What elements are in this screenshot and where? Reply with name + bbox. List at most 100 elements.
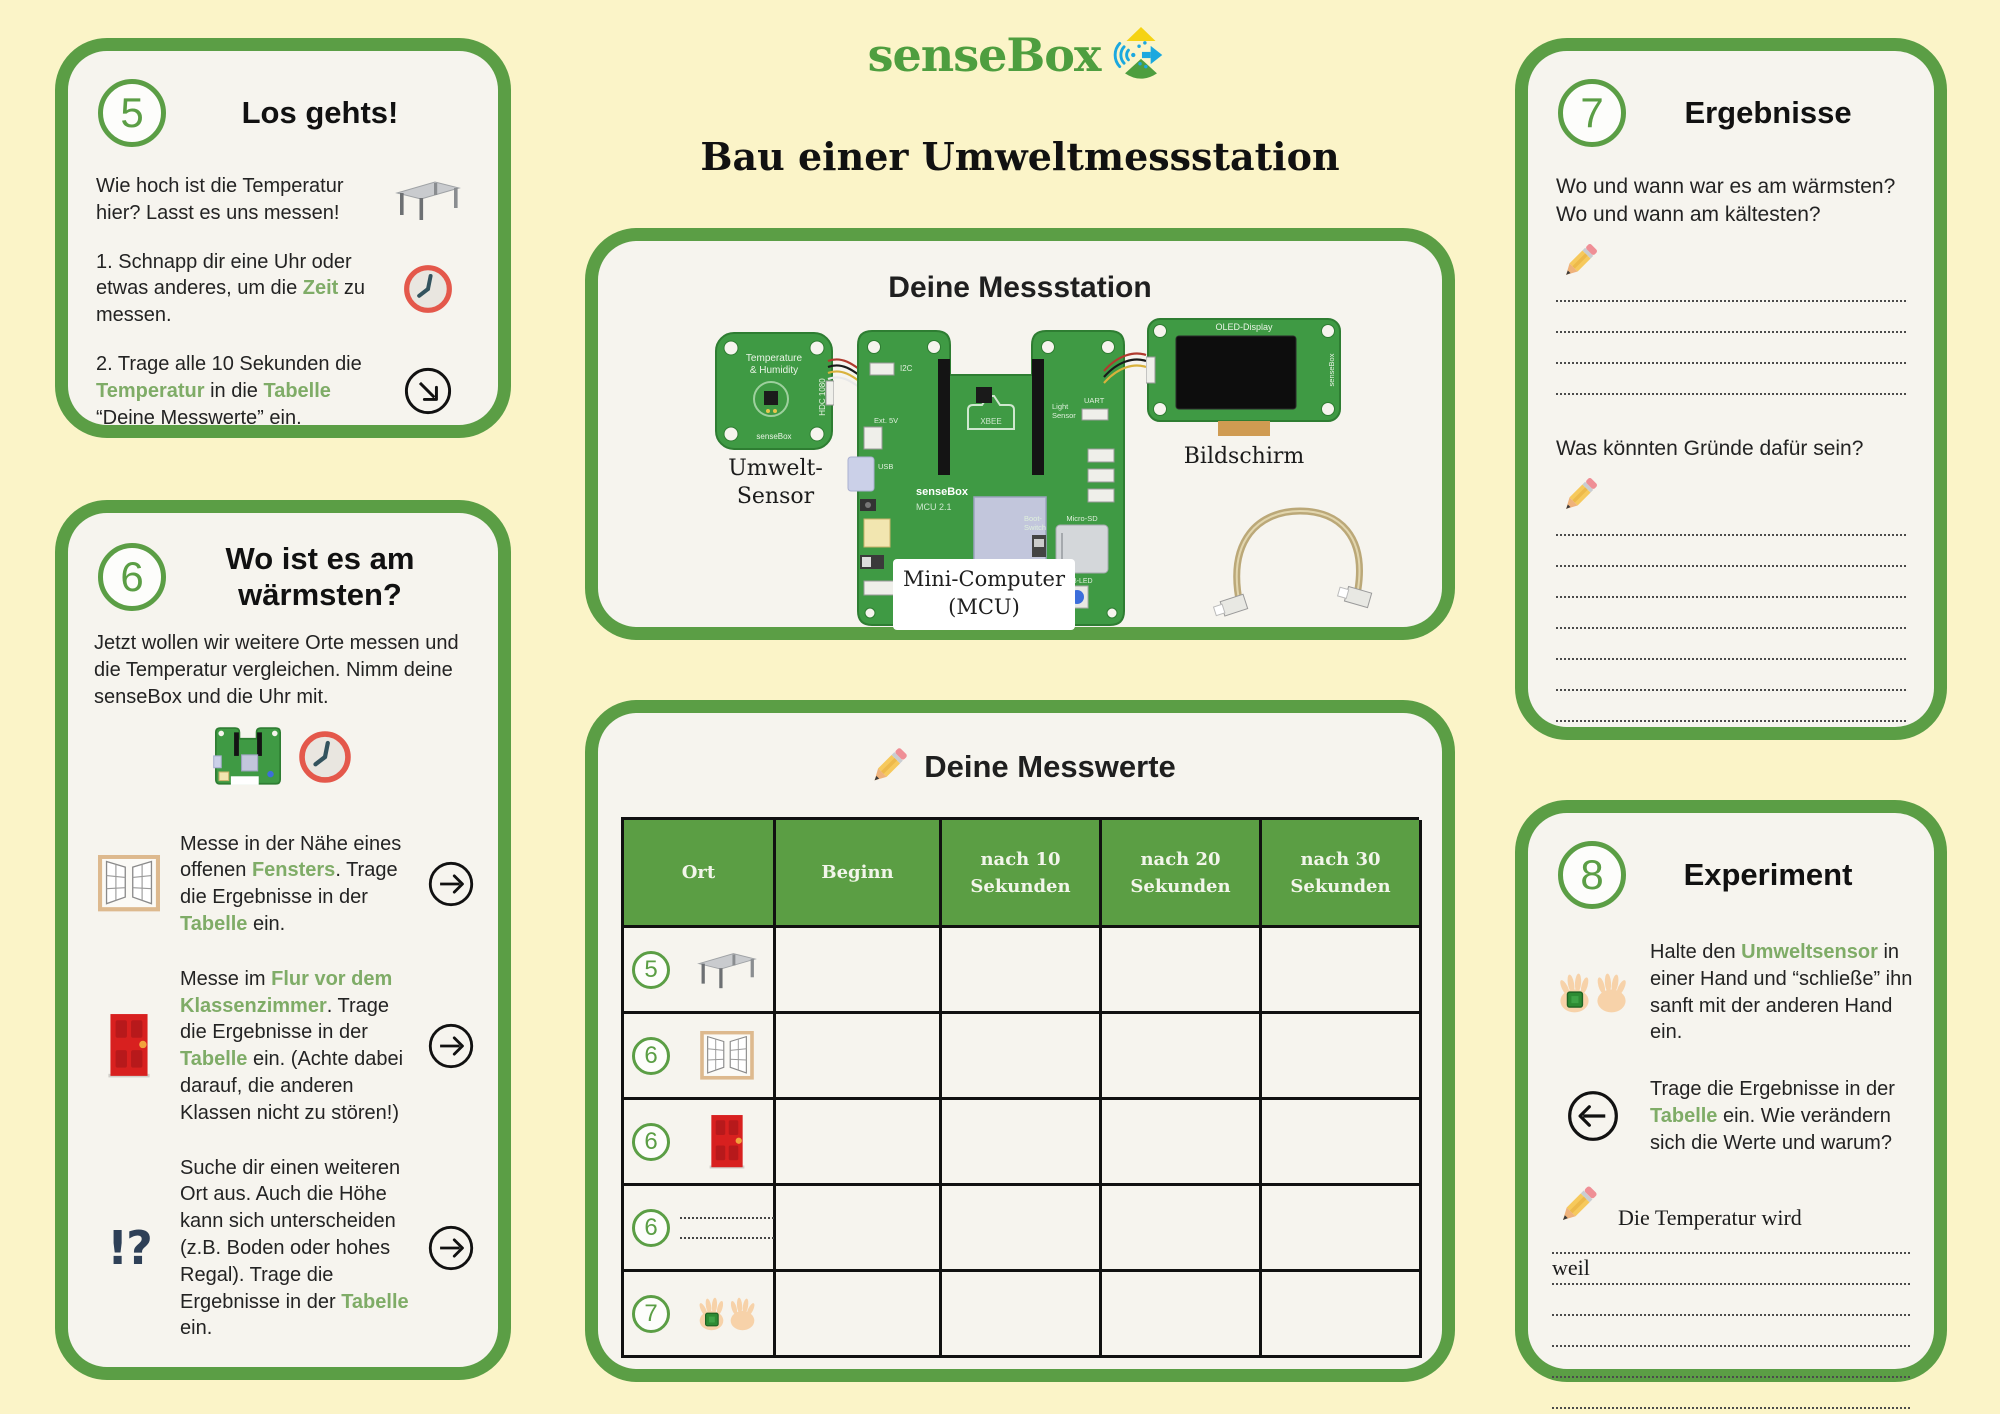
panel6-intro: Jetzt wollen wir weitere Orte messen und…: [94, 632, 459, 708]
table-cell-empty[interactable]: [1102, 1186, 1262, 1272]
custom-place-write-lines[interactable]: [680, 1216, 786, 1239]
arrow-left-icon: [1568, 1091, 1618, 1142]
table-cell-empty[interactable]: [942, 1014, 1102, 1100]
row-number-badge: 6: [632, 1208, 670, 1247]
col-header-nach30: nach 30 Sekunden: [1262, 820, 1422, 928]
step-6-badge: 6: [98, 542, 166, 611]
table-cell-empty[interactable]: [1262, 1100, 1422, 1186]
table-cell-empty[interactable]: [776, 1272, 942, 1358]
step-6-number: 6: [120, 552, 144, 600]
table-cell-empty[interactable]: [1102, 1014, 1262, 1100]
write-line[interactable]: [1556, 536, 1906, 568]
write-line[interactable]: [1556, 598, 1906, 630]
table-cell-empty[interactable]: [942, 1100, 1102, 1186]
panel6-item-window: Messe in der Nähe eines offenen Fensters…: [180, 832, 402, 936]
table-row-ort: 6: [624, 1186, 786, 1272]
table-cell-empty[interactable]: [942, 1186, 1102, 1272]
panel7-question2: Was könnten Gründe dafür sein?: [1556, 437, 1864, 461]
table-cell-empty[interactable]: [1262, 1272, 1422, 1358]
write-line[interactable]: [1556, 567, 1906, 599]
brand-header: senseBox: [585, 26, 1455, 84]
arrow-right-icon: [428, 862, 474, 907]
panel-experiment: 8 Experiment Halte den Umweltsensor in e…: [1515, 800, 1947, 1409]
table-desk-icon: [396, 181, 460, 221]
write-line[interactable]: [1556, 333, 1906, 365]
panel5-intro: Wie hoch ist die Temperatur hier? Lasst …: [96, 175, 344, 224]
oled-display-board: OLED-Display senseBox: [1146, 318, 1341, 436]
display-wires: [1103, 352, 1147, 384]
sensor-silk-side: HDC 1080: [818, 378, 827, 416]
mcu-silk-rgbled: RGB-LED: [1061, 578, 1092, 585]
mcu-silk-boot1: Boot-: [1024, 514, 1042, 523]
panel-ergebnisse: 7 Ergebnisse Wo und wann war es am wärms…: [1515, 38, 1947, 740]
write-line[interactable]: [1556, 302, 1906, 334]
table-cell-empty[interactable]: [1102, 928, 1262, 1014]
jumper-cable: [1212, 507, 1373, 617]
write-line[interactable]: [1552, 1223, 1910, 1254]
panel8-title: Experiment: [1683, 857, 1853, 893]
table-cell-empty[interactable]: [1262, 1014, 1422, 1100]
write-line[interactable]: [1556, 271, 1906, 303]
panel-messwerte: Deine Messwerte Ort Beginn nach 10 Sekun…: [585, 700, 1455, 1382]
mcu-silk-ext5v: Ext. 5V: [874, 416, 898, 425]
fill-lead-text: Die Temperatur wird: [1618, 1204, 1802, 1230]
panel5-step2: 2. Trage alle 10 Sekunden die Temperatur…: [96, 352, 362, 429]
open-window-icon: [98, 855, 160, 913]
col-header-ort: Ort: [624, 820, 776, 928]
row-number-badge: 5: [632, 950, 670, 989]
mcu-silk-usb: USB: [878, 462, 893, 471]
write-line[interactable]: [1552, 1347, 1910, 1378]
write-line[interactable]: [1556, 364, 1906, 396]
row-number-badge: 6: [632, 1122, 670, 1161]
table-row-ort: 6: [624, 1014, 776, 1100]
environment-sensor-board: Temperature & Humidity HDC 1080 senseBox: [715, 332, 834, 450]
interrobang-icon: !?: [107, 1221, 153, 1276]
page-title: Bau einer Umweltmessstation: [700, 134, 1340, 179]
table-cell-empty[interactable]: [1262, 1186, 1422, 1272]
mcu-silk-uart: UART: [1084, 396, 1105, 405]
arrow-down-right-icon: [395, 359, 461, 424]
table-cell-empty[interactable]: [1102, 1100, 1262, 1186]
display-silk-side: senseBox: [1327, 353, 1336, 386]
table-cell-empty[interactable]: [776, 1014, 942, 1100]
col-header-nach10: nach 10 Sekunden: [942, 820, 1102, 928]
write-line[interactable]: [1556, 691, 1906, 723]
table-cell-empty[interactable]: [776, 928, 942, 1014]
mcu-silk-light2: Sensor: [1052, 411, 1076, 420]
write-line[interactable]: [1552, 1316, 1910, 1347]
table-row-ort: 5: [624, 928, 776, 1014]
sensor-silk-text2: & Humidity: [750, 365, 798, 376]
mcu-silk-xbee: XBEE: [980, 417, 1001, 426]
table-cell-empty[interactable]: [776, 1100, 942, 1186]
mcu-board: I2C XBEE Light Sensor UART Ext. 5V USB s…: [847, 330, 1125, 626]
open-window-icon: [699, 1030, 754, 1080]
write-line[interactable]: [1556, 505, 1906, 537]
arrow-right-icon: [428, 1226, 474, 1271]
clock-icon: [297, 729, 353, 785]
col-header-nach20: nach 20 Sekunden: [1102, 820, 1262, 928]
write-line[interactable]: [1552, 1285, 1910, 1316]
red-door-icon: [709, 1114, 744, 1169]
table-cell-empty[interactable]: [942, 928, 1102, 1014]
write-line[interactable]: [1556, 629, 1906, 661]
mcu-silk-brand: senseBox: [916, 486, 969, 498]
row-number-badge: 7: [632, 1294, 670, 1333]
mcu-silk-boot2: Switch: [1024, 523, 1046, 532]
panel8-item-hands: Halte den Umweltsensor in einer Hand und…: [1650, 941, 1913, 1044]
sensor-silk-text1: Temperature: [746, 353, 803, 364]
mcu-silk-version: MCU 2.1: [916, 502, 952, 512]
table-cell-empty[interactable]: [1102, 1272, 1262, 1358]
table-cell-empty[interactable]: [942, 1272, 1102, 1358]
step-7-badge: 7: [1558, 79, 1626, 147]
write-line[interactable]: [1552, 1378, 1910, 1409]
mcu-label: Mini-Computer(MCU): [893, 559, 1075, 630]
write-line[interactable]: weil: [1552, 1254, 1910, 1285]
write-line[interactable]: [1556, 660, 1906, 692]
table-cell-empty[interactable]: [776, 1186, 942, 1272]
messwerte-title: Deine Messwerte: [924, 749, 1176, 784]
sensor-label: Umwelt-Sensor: [728, 456, 823, 509]
table-cell-empty[interactable]: [1262, 928, 1422, 1014]
sensor-silk-brand: senseBox: [756, 432, 791, 441]
panel6-title: Wo ist es am wärmsten?: [225, 541, 415, 612]
col-header-beginn: Beginn: [776, 820, 942, 928]
